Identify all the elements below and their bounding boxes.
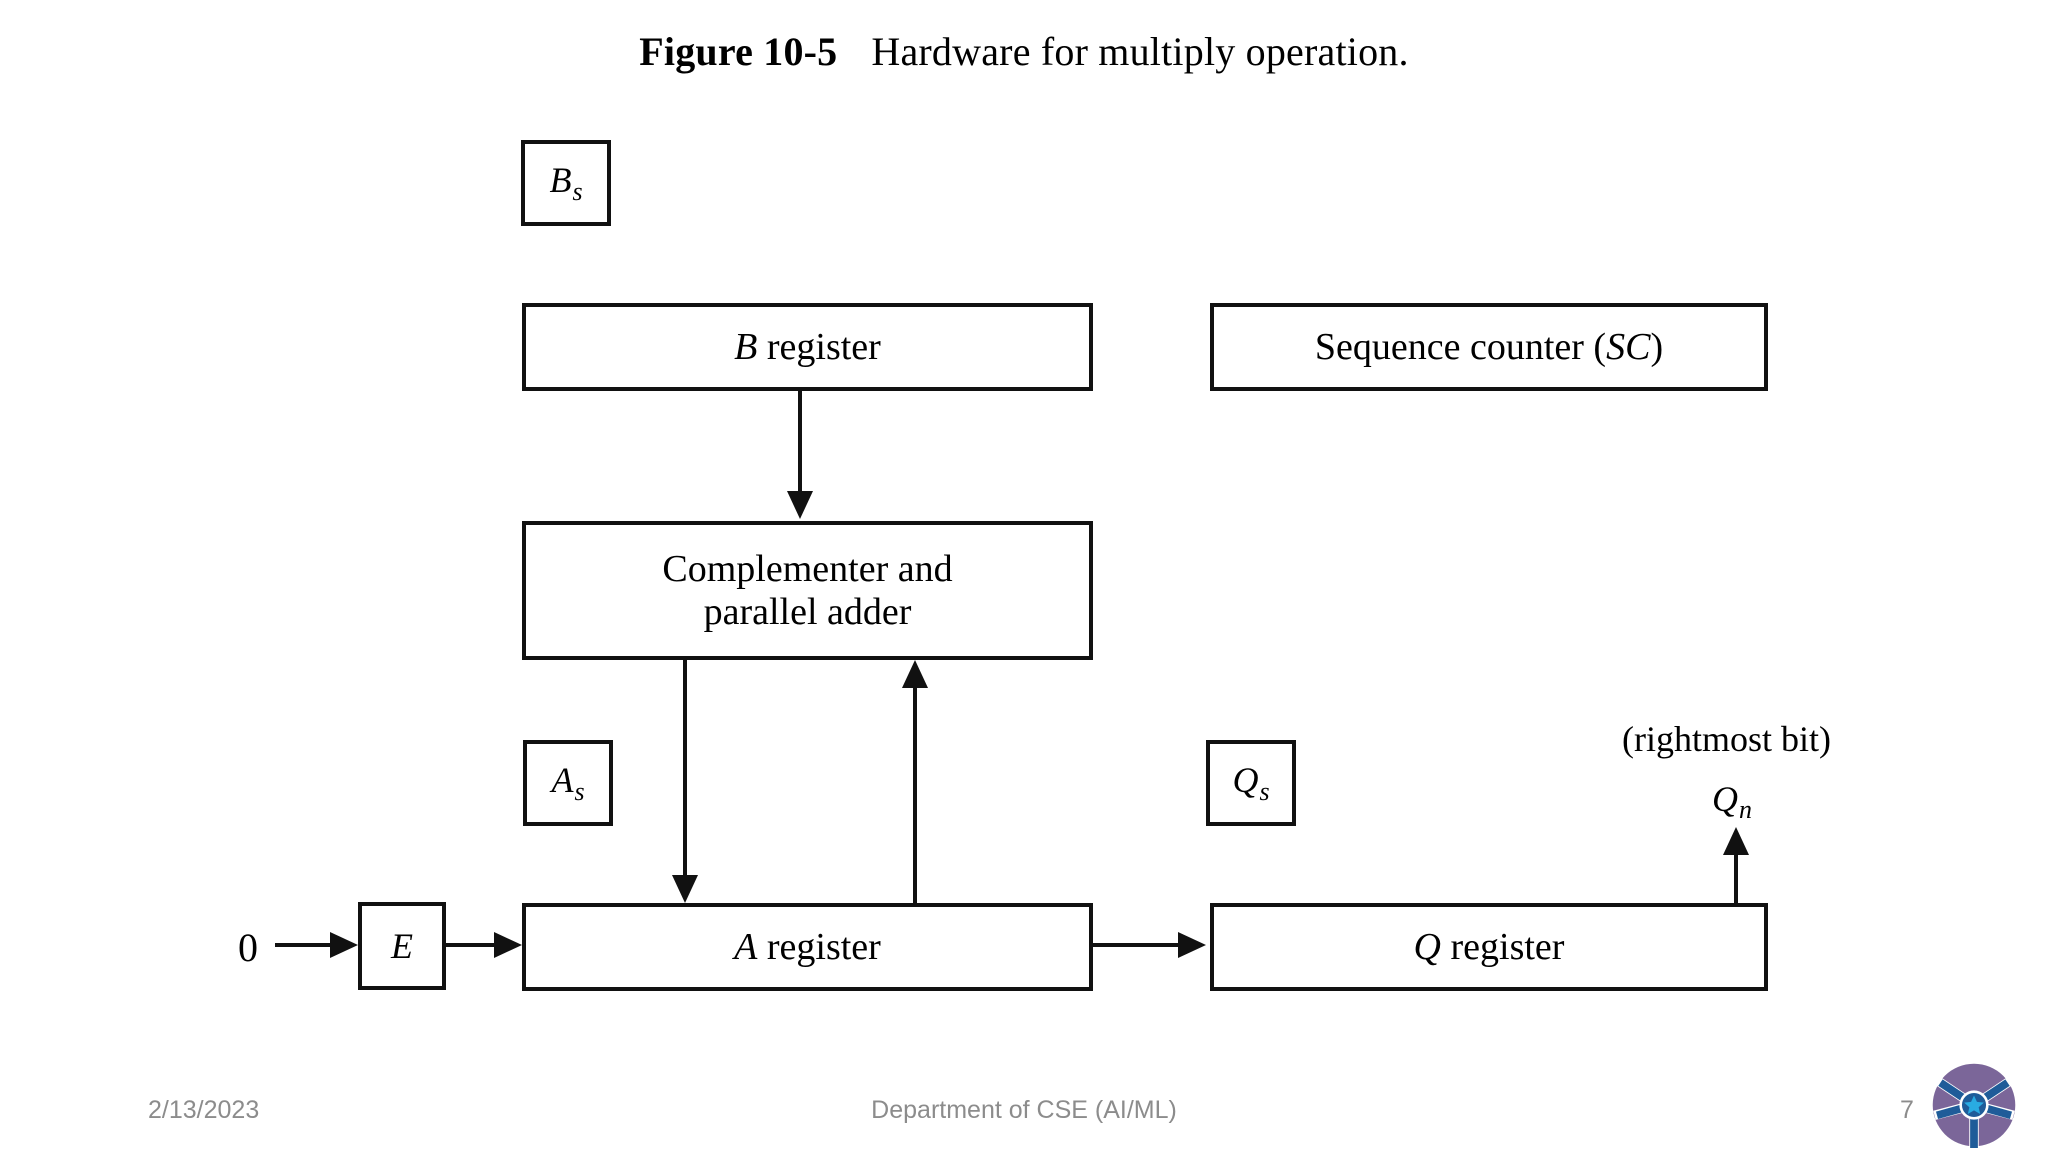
figure-title: Hardware for multiply operation. [871, 29, 1409, 74]
a-to-q-arrowhead [1178, 932, 1206, 958]
institution-logo-icon [1932, 1063, 2016, 1148]
b-to-adder-line [798, 391, 802, 491]
b-to-adder-arrowhead [787, 491, 813, 519]
b-register-label: B register [734, 325, 881, 368]
qn-output-line [1734, 855, 1738, 905]
qn-label: Qn [1712, 779, 1752, 825]
figure-number: Figure 10-5 [639, 29, 838, 74]
qs-flag-label: Qs [1232, 760, 1270, 806]
as-flag-label: As [551, 760, 585, 806]
b-register-box: B register [522, 303, 1093, 391]
sequence-counter-box: Sequence counter (SC) [1210, 303, 1768, 391]
bs-flag-label: Bs [549, 160, 583, 206]
zero-to-e-arrowhead [330, 932, 358, 958]
zero-to-e-line [275, 943, 333, 947]
footer-department: Department of CSE (AI/ML) [871, 1096, 1177, 1124]
a-to-adder-line [913, 688, 917, 903]
bs-flag-box: Bs [521, 140, 611, 226]
adder-to-a-arrowhead [672, 875, 698, 903]
as-flag-box: As [523, 740, 613, 826]
complementer-adder-label: Complementer and parallel adder [662, 547, 953, 633]
a-to-q-line [1093, 943, 1181, 947]
e-to-a-arrowhead [494, 932, 522, 958]
q-register-box: Q register [1210, 903, 1768, 991]
a-to-adder-arrowhead [902, 660, 928, 688]
rightmost-bit-label: (rightmost bit) [1622, 719, 1831, 759]
qn-output-arrowhead [1723, 827, 1749, 855]
zero-input-label: 0 [238, 925, 258, 970]
complementer-adder-box: Complementer and parallel adder [522, 521, 1093, 660]
qs-flag-box: Qs [1206, 740, 1296, 826]
a-register-box: A register [522, 903, 1093, 991]
figure-caption: Figure 10-5 Hardware for multiply operati… [0, 28, 2048, 75]
q-register-label: Q register [1413, 925, 1565, 968]
e-to-a-line [446, 943, 496, 947]
e-flag-box: E [358, 902, 446, 990]
adder-to-a-line [683, 660, 687, 875]
a-register-label: A register [734, 925, 881, 968]
footer-date: 2/13/2023 [148, 1096, 260, 1124]
sequence-counter-label: Sequence counter (SC) [1314, 325, 1664, 368]
footer-page-number: 7 [1900, 1096, 1914, 1124]
e-flag-label: E [391, 925, 413, 966]
